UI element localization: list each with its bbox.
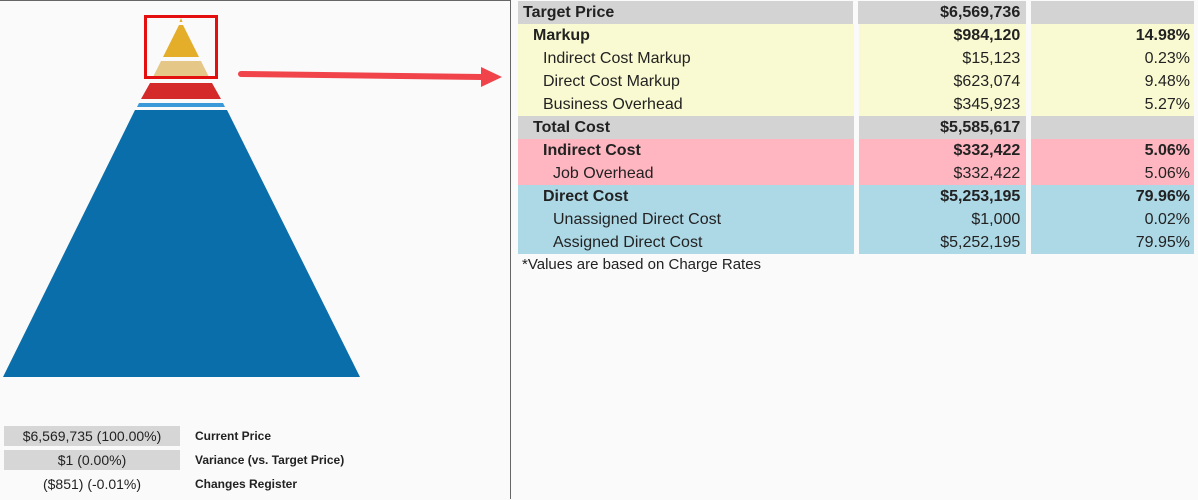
indirect-cost-amount: $332,422 (858, 139, 1027, 162)
pyramid-layer-business-overhead[interactable] (152, 61, 210, 79)
direct-cost-markup-label: Direct Cost Markup (518, 70, 854, 93)
indirect-cost-markup-percent: 0.23% (1031, 47, 1194, 70)
assigned-direct-cost-amount: $5,252,195 (858, 231, 1027, 254)
markup-label: Markup (518, 24, 854, 47)
target-price-amount: $6,569,736 (858, 1, 1027, 24)
markup-amount: $984,120 (858, 24, 1027, 47)
unassigned-direct-cost-percent: 0.02% (1031, 208, 1194, 231)
job-overhead-label: Job Overhead (518, 162, 854, 185)
current-price-label: Current Price (195, 429, 272, 443)
annotation-arrowhead (481, 67, 502, 87)
direct-cost-markup-percent: 9.48% (1031, 70, 1194, 93)
indirect-cost-markup-label: Indirect Cost Markup (518, 47, 854, 70)
pyramid-panel: $6,569,735 (100.00%) Current Price $1 (0… (0, 0, 511, 499)
annotation-highlight-box (144, 15, 218, 79)
pyramid-layer-unassigned-direct-cost[interactable] (137, 103, 225, 107)
indirect-cost-percent: 5.06% (1031, 139, 1194, 162)
footnote: *Values are based on Charge Rates (522, 256, 762, 273)
assigned-direct-cost-percent: 79.95% (1031, 231, 1194, 254)
total-cost-label: Total Cost (518, 116, 854, 139)
direct-cost-markup-amount: $623,074 (858, 70, 1027, 93)
unassigned-direct-cost-amount: $1,000 (858, 208, 1027, 231)
pyramid-layer-direct-cost-markup[interactable] (163, 25, 199, 57)
changes-register-row: ($851) (-0.01%) Changes Register (4, 472, 344, 496)
price-summary: $6,569,735 (100.00%) Current Price $1 (0… (4, 424, 344, 496)
table-row[interactable]: Total Cost$5,585,617 (518, 116, 1194, 139)
pyramid-layer-job-overhead[interactable] (141, 83, 221, 99)
variance-label: Variance (vs. Target Price) (195, 453, 345, 467)
changes-register-value: ($851) (-0.01%) (42, 476, 142, 492)
target-price-percent (1031, 1, 1194, 24)
direct-cost-percent: 79.96% (1031, 185, 1194, 208)
direct-cost-amount: $5,253,195 (858, 185, 1027, 208)
job-overhead-amount: $332,422 (858, 162, 1027, 185)
indirect-cost-label: Indirect Cost (518, 139, 854, 162)
total-cost-percent (1031, 116, 1194, 139)
direct-cost-label: Direct Cost (518, 185, 854, 208)
business-overhead-label: Business Overhead (518, 93, 854, 116)
assigned-direct-cost-label: Assigned Direct Cost (518, 231, 854, 254)
current-price-value: $6,569,735 (100.00%) (4, 426, 180, 446)
pyramid-layer-assigned-direct-cost[interactable] (3, 110, 360, 377)
business-overhead-percent: 5.27% (1031, 93, 1194, 116)
current-price-row: $6,569,735 (100.00%) Current Price (4, 424, 344, 448)
changes-register-label: Changes Register (195, 477, 298, 491)
annotation-arrow (238, 71, 485, 80)
markup-percent: 14.98% (1031, 24, 1194, 47)
business-overhead-amount: $345,923 (858, 93, 1027, 116)
table-row[interactable]: Target Price$6,569,736 (518, 1, 1194, 24)
target-price-label: Target Price (518, 1, 854, 24)
indirect-cost-markup-amount: $15,123 (858, 47, 1027, 70)
total-cost-amount: $5,585,617 (858, 116, 1027, 139)
pyramid-layer-indirect-cost-markup[interactable] (179, 18, 183, 22)
unassigned-direct-cost-label: Unassigned Direct Cost (518, 208, 854, 231)
job-overhead-percent: 5.06% (1031, 162, 1194, 185)
variance-value: $1 (0.00%) (4, 450, 180, 470)
cost-pyramid-chart (3, 18, 502, 377)
variance-row: $1 (0.00%) Variance (vs. Target Price) (4, 448, 344, 472)
